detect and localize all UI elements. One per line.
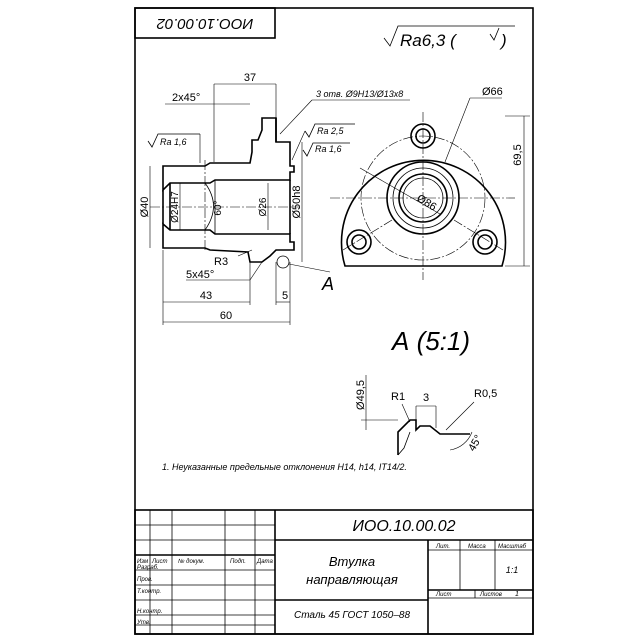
len-5: 5 [282, 290, 288, 302]
col-izm: Изм [137, 559, 148, 565]
detail-r05: R0,5 [474, 388, 497, 400]
detail-profile [397, 419, 470, 455]
dia-86: Ø86 [414, 192, 438, 213]
front-view: Ø66 Ø86 69,5 [330, 86, 530, 280]
tolerance-note: 1. Неуказанные предельные отклонения H14… [162, 462, 407, 472]
upper-wall-section [162, 117, 295, 192]
ra-face-2: Ra 1,6 [315, 144, 342, 154]
angle-60: 60° [213, 200, 224, 215]
sheet-label: Лист [435, 592, 451, 598]
title-block: Изм Лист № докум. Подп. Дата Разраб. Про… [134, 509, 534, 635]
check-mark-icon [489, 27, 500, 41]
ra-face-1: Ra 2,5 [317, 126, 345, 136]
detail-dia: Ø49,5 [355, 380, 367, 410]
sheets-label: Листов [479, 592, 502, 598]
height-69-5: 69,5 [512, 144, 524, 165]
dia-24h7: Ø24H7 [170, 191, 181, 223]
dim-37: 37 [244, 72, 256, 84]
massa-label: Масса [468, 544, 486, 550]
col-list: Лист [151, 559, 167, 565]
len-43: 43 [200, 290, 212, 302]
col-date: Дата [256, 559, 273, 565]
title-name-2: направляющая [306, 572, 398, 587]
dia-50h8: Ø50h8 [291, 185, 303, 218]
general-roughness-text: Ra6,3 ( [400, 31, 458, 50]
title-designation: ИОО.10.00.02 [352, 518, 455, 535]
detail-r1: R1 [391, 391, 405, 403]
row-tkontr: Т.контр. [137, 589, 161, 595]
detail-callout-circle [276, 255, 290, 269]
radius-r3: R3 [214, 256, 228, 268]
svg-text:): ) [499, 31, 507, 50]
top-stamp-box [134, 7, 276, 39]
detail-callout-letter: А [321, 274, 334, 294]
title-name-1: Втулка [329, 554, 375, 569]
dia-26: Ø26 [258, 197, 269, 216]
col-sign: Подп. [230, 559, 246, 565]
row-prov: Пров. [137, 577, 153, 583]
top-stamp-text: ИОО.10.00.02 [156, 15, 253, 32]
len-60: 60 [220, 310, 232, 322]
general-roughness: Ra6,3 ( ) [383, 25, 515, 50]
detail-title: А (5:1) [390, 326, 470, 356]
sheets-value: 1 [515, 591, 519, 598]
title-material: Сталь 45 ГОСТ 1050–88 [294, 610, 410, 621]
lower-wall-section [162, 222, 295, 263]
holes-note: 3 отв. Ø9H13/Ø13x8 [316, 89, 403, 99]
dia-66: Ø66 [482, 86, 503, 98]
detail-a: А (5:1) Ø49,5 R1 3 R0,5 45° [355, 326, 497, 456]
detail-width: 3 [423, 392, 429, 404]
hole-left [346, 229, 372, 255]
section-view: 37 2x45° 3 отв. Ø9H13/Ø13x8 Ra 1,6 Ra 2,… [139, 72, 410, 325]
col-doc: № докум. [178, 558, 204, 565]
ra-bore: Ra 1,6 [160, 137, 187, 147]
flange-outline [340, 159, 507, 267]
lit-label: Лит. [435, 544, 450, 550]
row-utv: Утв. [136, 620, 151, 626]
detail-angle: 45° [466, 433, 485, 453]
hole-right [472, 229, 498, 255]
dia-40: Ø40 [139, 197, 151, 218]
masshtab-label: Масштаб [498, 544, 527, 550]
chamfer-bottom: 5x45° [186, 269, 214, 281]
scale-value: 1:1 [506, 565, 519, 575]
row-razrab: Разраб. [137, 565, 159, 571]
row-nkontr: Н.контр. [137, 609, 162, 615]
chamfer-top: 2x45° [172, 92, 200, 104]
